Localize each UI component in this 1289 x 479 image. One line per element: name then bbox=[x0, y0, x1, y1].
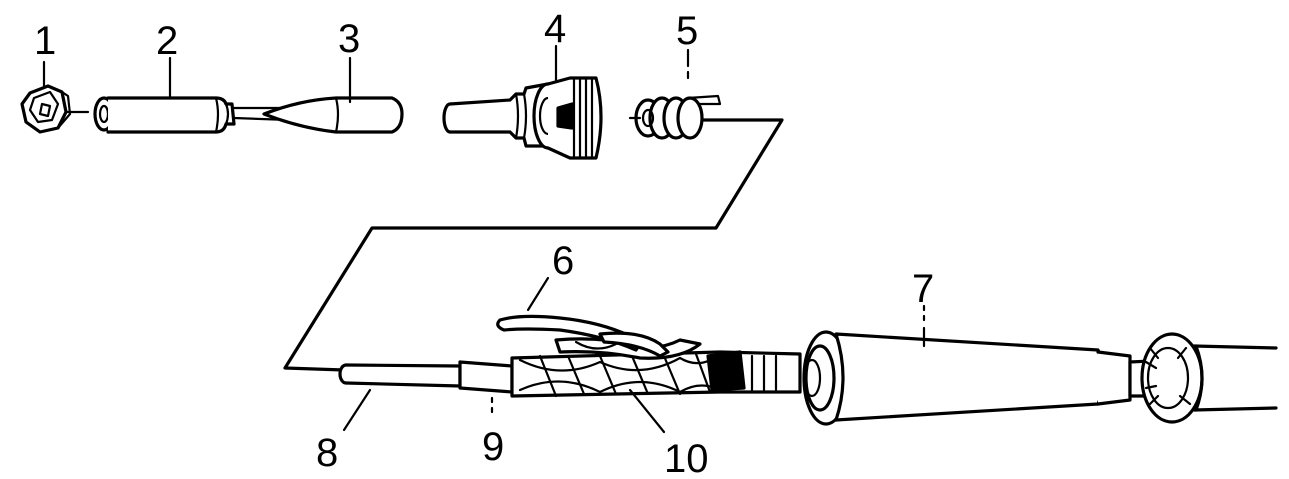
label-9: 9 bbox=[482, 425, 504, 469]
part-10-heater bbox=[510, 337, 802, 398]
part-3-tip bbox=[232, 96, 404, 134]
part-8-tube bbox=[338, 360, 514, 394]
part-5-spring bbox=[628, 94, 722, 140]
label-6: 6 bbox=[552, 239, 574, 283]
part-2-barrel bbox=[93, 96, 236, 134]
leader-lines bbox=[42, 44, 926, 434]
label-8: 8 bbox=[316, 431, 338, 475]
part-7-handle bbox=[802, 330, 1278, 426]
label-1: 1 bbox=[34, 19, 56, 63]
label-4: 4 bbox=[544, 7, 566, 51]
number-labels: 1 2 3 4 5 6 7 8 9 10 bbox=[34, 7, 934, 479]
connector-line bbox=[283, 118, 784, 372]
part-1-nut bbox=[20, 84, 90, 134]
label-7: 7 bbox=[912, 267, 934, 311]
label-10: 10 bbox=[664, 437, 709, 479]
label-3: 3 bbox=[338, 17, 360, 61]
part-6-wire bbox=[496, 314, 670, 358]
label-2: 2 bbox=[156, 19, 178, 63]
part-4-cap bbox=[442, 76, 603, 160]
label-5: 5 bbox=[676, 9, 698, 53]
